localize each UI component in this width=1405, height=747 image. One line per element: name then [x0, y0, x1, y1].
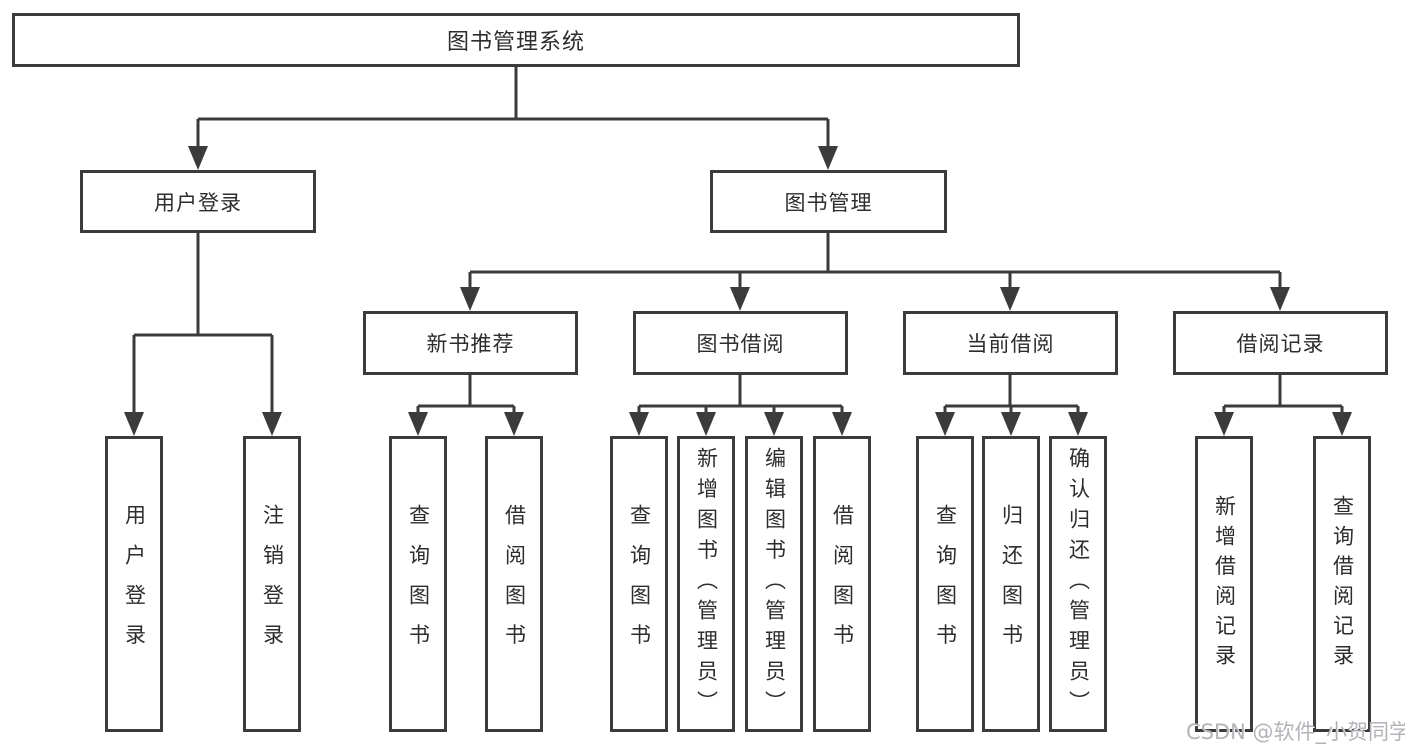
- node-label: 新书推荐: [426, 332, 515, 356]
- node-label: 查询借阅记录: [1330, 494, 1355, 674]
- leaf-return-books: 归还图书: [982, 436, 1040, 732]
- leaf-borrow-books: 借阅图书: [813, 436, 871, 732]
- node-book-borrow: 图书借阅: [633, 311, 848, 375]
- node-label: 图书管理: [784, 190, 873, 215]
- node-label: 编辑图书（管理员）: [762, 446, 787, 722]
- leaf-logout: 注销登录: [243, 436, 301, 732]
- node-label: 图书管理系统: [446, 30, 585, 55]
- node-label: 归还图书: [999, 504, 1024, 664]
- node-label: 查询图书: [406, 504, 431, 664]
- node-label: 用户登录: [154, 190, 242, 215]
- node-new-book-recommend: 新书推荐: [363, 311, 578, 375]
- node-current-borrow: 当前借阅: [903, 311, 1118, 375]
- node-label: 借阅图书: [502, 504, 527, 664]
- node-label: 查询图书: [627, 504, 652, 664]
- node-label: 当前借阅: [966, 332, 1055, 356]
- node-label: 确认归还（管理员）: [1066, 446, 1091, 722]
- node-label: 图书借阅: [696, 332, 785, 356]
- leaf-add-books-admin: 新增图书（管理员）: [677, 436, 735, 732]
- node-root-system: 图书管理系统: [12, 13, 1020, 67]
- node-user-login: 用户登录: [80, 170, 316, 233]
- node-borrow-records: 借阅记录: [1173, 311, 1388, 375]
- node-label: 借阅图书: [830, 504, 855, 664]
- node-label: 注销登录: [260, 504, 285, 664]
- node-label: 新增图书（管理员）: [694, 446, 719, 722]
- leaf-confirm-return-admin: 确认归还（管理员）: [1049, 436, 1107, 732]
- node-label: 借阅记录: [1236, 332, 1325, 356]
- node-book-management: 图书管理: [710, 170, 947, 233]
- leaf-query-books-current: 查询图书: [916, 436, 974, 732]
- node-label: 新增借阅记录: [1212, 494, 1237, 674]
- leaf-edit-books-admin: 编辑图书（管理员）: [745, 436, 803, 732]
- node-label: 查询图书: [933, 504, 958, 664]
- leaf-add-borrow-record: 新增借阅记录: [1195, 436, 1253, 732]
- arrowhead-icons: [124, 146, 1352, 436]
- leaf-query-borrow-record: 查询借阅记录: [1313, 436, 1371, 732]
- node-label: 用户登录: [122, 504, 147, 664]
- csdn-watermark: CSDN @软件_小贺同学: [1186, 720, 1405, 744]
- leaf-query-books-recommend: 查询图书: [389, 436, 447, 732]
- leaf-borrow-books-recommend: 借阅图书: [485, 436, 543, 732]
- leaf-user-login: 用户登录: [105, 436, 163, 732]
- leaf-query-books-borrow: 查询图书: [610, 436, 668, 732]
